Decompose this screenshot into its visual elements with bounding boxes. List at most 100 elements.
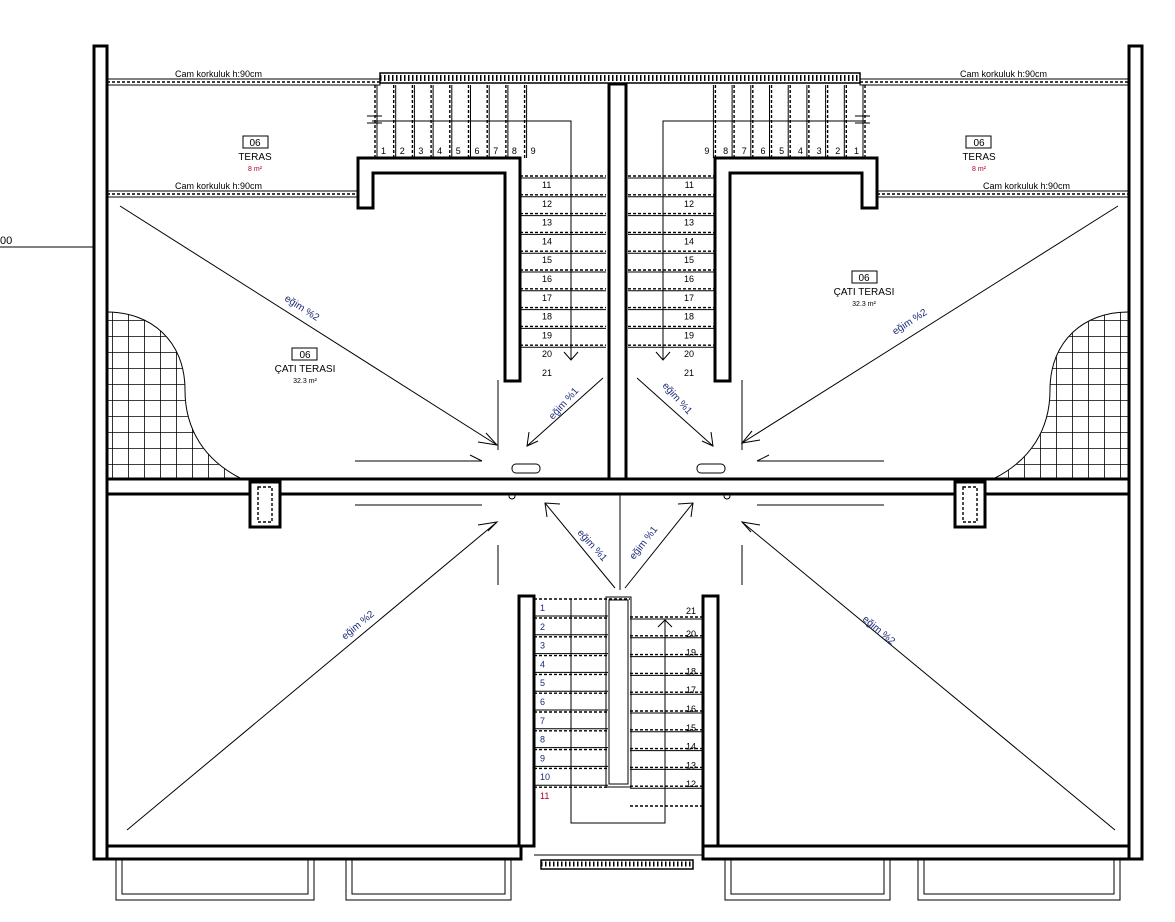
step-number: 16 <box>684 274 694 284</box>
step-number: 13 <box>686 760 696 770</box>
roof-drain-icon <box>511 463 541 474</box>
step-number: 12 <box>684 199 694 209</box>
step-number: 16 <box>686 704 696 714</box>
room-name: TERAS <box>962 152 996 163</box>
step-number: 18 <box>686 666 696 676</box>
room-name: TERAS <box>238 152 272 163</box>
slope-label: eğim %2 <box>860 614 897 648</box>
step-number: 12 <box>542 199 552 209</box>
room-label-roof-terrace-left: 06 ÇATI TERASI 32.3 m² <box>275 347 336 385</box>
step-number: 6 <box>475 146 480 156</box>
step-number: 2 <box>540 622 545 632</box>
step-number: 21 <box>686 606 696 616</box>
room-label-roof-terrace-right: 06 ÇATI TERASI 32.3 m² <box>834 270 895 308</box>
railing-label: Cam korkuluk h:90cm <box>960 69 1047 79</box>
room-label-terrace-right: 06 TERAS 8 m² <box>962 135 996 173</box>
room-code: 06 <box>973 138 985 149</box>
step-number: 2 <box>835 146 840 156</box>
level-label: 00 <box>0 235 12 247</box>
step-number: 8 <box>540 735 545 745</box>
railing-label: Cam korkuluk h:90cm <box>175 181 262 191</box>
glass-railings <box>106 72 1130 870</box>
slope-label: eğim %2 <box>282 293 321 324</box>
step-number: 3 <box>817 146 822 156</box>
step-number: 18 <box>542 312 552 322</box>
room-code: 06 <box>299 350 311 361</box>
step-number: 9 <box>531 146 536 156</box>
step-number: 2 <box>400 146 405 156</box>
step-number: 4 <box>437 146 442 156</box>
step-number: 11 <box>540 791 549 801</box>
step-number: 1 <box>540 603 545 613</box>
step-number: 7 <box>540 716 545 726</box>
stair-well <box>605 596 632 788</box>
step-number: 15 <box>686 723 696 733</box>
room-area: 32.3 m² <box>852 301 876 308</box>
step-number: 6 <box>760 146 765 156</box>
step-number: 7 <box>493 146 498 156</box>
step-number: 14 <box>542 236 552 246</box>
room-area: 8 m² <box>972 166 987 173</box>
slope-label: eğim %1 <box>547 385 582 422</box>
slope-label: eğim %1 <box>628 524 661 562</box>
step-number: 20 <box>684 349 694 359</box>
railing-label: Cam korkuluk h:90cm <box>983 181 1070 191</box>
step-number: 21 <box>684 368 694 378</box>
step-number: 4 <box>540 659 545 669</box>
step-number: 9 <box>540 753 545 763</box>
step-number: 15 <box>684 255 694 265</box>
walking-line <box>655 120 865 361</box>
step-number: 20 <box>686 629 696 639</box>
step-number: 5 <box>540 678 545 688</box>
walking-line <box>570 599 673 824</box>
room-label-terrace-left: 06 TERAS 8 m² <box>238 135 272 173</box>
step-number: 8 <box>723 146 728 156</box>
step-number: 17 <box>684 293 694 303</box>
stair-well <box>608 599 629 785</box>
step-number: 13 <box>542 218 552 228</box>
step-number: 3 <box>540 641 545 651</box>
step-number: 14 <box>686 742 696 752</box>
room-code: 06 <box>858 273 870 284</box>
step-number: 4 <box>798 146 803 156</box>
step-number: 17 <box>542 293 552 303</box>
roof-drain-icon <box>696 463 726 474</box>
step-number: 21 <box>542 368 552 378</box>
step-number: 6 <box>540 697 545 707</box>
walking-line <box>372 120 579 361</box>
level-marker: 00 <box>0 235 93 248</box>
walls <box>92 44 1144 861</box>
columns <box>248 463 987 529</box>
step-number: 11 <box>685 180 694 190</box>
step-number: 19 <box>684 330 694 340</box>
step-number: 15 <box>542 255 552 265</box>
slope-arrows <box>119 205 1119 831</box>
step-number: 10 <box>540 772 550 782</box>
room-name: ÇATI TERASI <box>275 364 336 375</box>
room-area: 8 m² <box>248 166 263 173</box>
railing-label: Cam korkuluk h:90cm <box>175 69 262 79</box>
step-number: 14 <box>684 236 694 246</box>
room-name: ÇATI TERASI <box>834 287 895 298</box>
step-number: 16 <box>542 274 552 284</box>
slope-label: eğim %2 <box>891 307 930 338</box>
step-number: 13 <box>684 218 694 228</box>
step-number: 9 <box>704 146 709 156</box>
step-number: 11 <box>542 180 551 190</box>
step-number: 18 <box>684 312 694 322</box>
step-number: 17 <box>686 685 696 695</box>
slope-label: eğim %1 <box>660 381 695 418</box>
step-number: 1 <box>381 146 386 156</box>
step-number: 1 <box>854 146 859 156</box>
room-area: 32.3 m² <box>293 378 317 385</box>
step-number: 19 <box>542 330 552 340</box>
step-number: 5 <box>456 146 461 156</box>
step-number: 3 <box>418 146 423 156</box>
step-number: 8 <box>512 146 517 156</box>
room-code: 06 <box>249 138 261 149</box>
step-number: 19 <box>686 648 696 658</box>
step-number: 5 <box>779 146 784 156</box>
